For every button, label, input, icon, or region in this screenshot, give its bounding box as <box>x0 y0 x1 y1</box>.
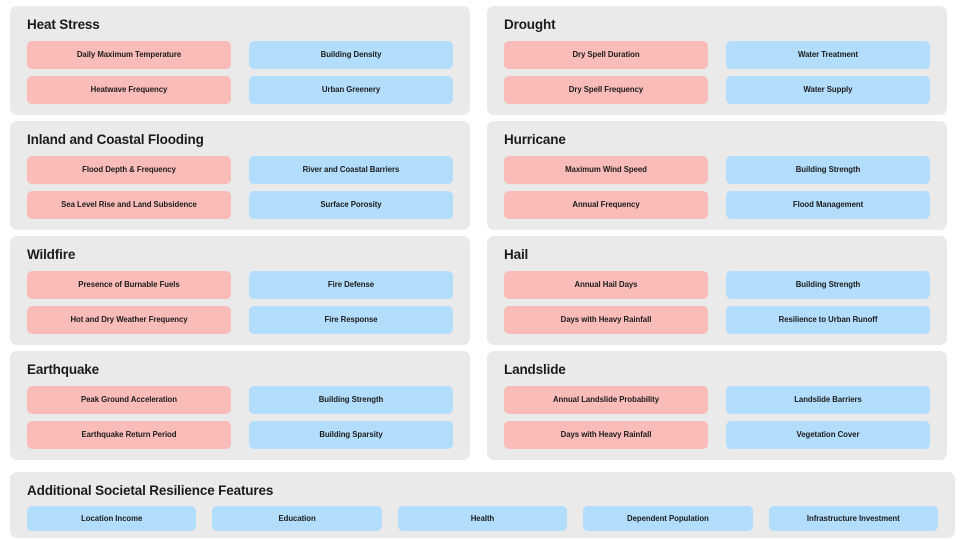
card-title: Additional Societal Resilience Features <box>27 483 274 498</box>
resilience-feature-chip[interactable]: Resilience to Urban Runoff <box>726 306 930 334</box>
hazard-feature-chip[interactable]: Flood Depth & Frequency <box>27 156 231 184</box>
hazard-card-drought: Drought Dry Spell Duration Water Treatme… <box>487 6 947 115</box>
resilience-feature-chip[interactable]: Building Strength <box>726 156 930 184</box>
card-title: Earthquake <box>27 362 100 377</box>
hazard-card-heat-stress: Heat Stress Daily Maximum Temperature Bu… <box>10 6 470 115</box>
hazard-feature-chip[interactable]: Annual Hail Days <box>504 271 708 299</box>
hazard-card-grid: Heat Stress Daily Maximum Temperature Bu… <box>10 6 955 460</box>
societal-feature-chip[interactable]: Education <box>212 506 382 531</box>
hazard-card-hail: Hail Annual Hail Days Building Strength … <box>487 236 947 345</box>
hazard-card-earthquake: Earthquake Peak Ground Acceleration Buil… <box>10 351 470 460</box>
societal-feature-chip[interactable]: Dependent Population <box>583 506 753 531</box>
resilience-feature-chip[interactable]: Surface Porosity <box>249 191 453 219</box>
resilience-feature-chip[interactable]: River and Coastal Barriers <box>249 156 453 184</box>
hazard-card-hurricane: Hurricane Maximum Wind Speed Building St… <box>487 121 947 230</box>
resilience-feature-chip[interactable]: Urban Greenery <box>249 76 453 104</box>
hazard-feature-chip[interactable]: Heatwave Frequency <box>27 76 231 104</box>
chip-grid: Flood Depth & Frequency River and Coasta… <box>27 156 453 219</box>
card-title: Hurricane <box>504 132 566 147</box>
resilience-feature-chip[interactable]: Vegetation Cover <box>726 421 930 449</box>
chip-grid: Dry Spell Duration Water Treatment Dry S… <box>504 41 930 104</box>
hazard-feature-chip[interactable]: Dry Spell Frequency <box>504 76 708 104</box>
societal-chip-row: Location Income Education Health Depende… <box>27 506 938 531</box>
card-title: Drought <box>504 17 556 32</box>
card-title: Wildfire <box>27 247 76 262</box>
hazard-feature-chip[interactable]: Hot and Dry Weather Frequency <box>27 306 231 334</box>
hazard-card-inland-and-coastal-flooding: Inland and Coastal Flooding Flood Depth … <box>10 121 470 230</box>
hazard-feature-chip[interactable]: Peak Ground Acceleration <box>27 386 231 414</box>
resilience-feature-chip[interactable]: Fire Response <box>249 306 453 334</box>
hazard-card-wildfire: Wildfire Presence of Burnable Fuels Fire… <box>10 236 470 345</box>
hazard-feature-chip[interactable]: Maximum Wind Speed <box>504 156 708 184</box>
resilience-feature-chip[interactable]: Building Strength <box>726 271 930 299</box>
hazard-feature-chip[interactable]: Sea Level Rise and Land Subsidence <box>27 191 231 219</box>
card-title: Inland and Coastal Flooding <box>27 132 204 147</box>
hazard-feature-chip[interactable]: Days with Heavy Rainfall <box>504 421 708 449</box>
card-title: Landslide <box>504 362 566 377</box>
hazard-feature-chip[interactable]: Dry Spell Duration <box>504 41 708 69</box>
chip-grid: Presence of Burnable Fuels Fire Defense … <box>27 271 453 334</box>
societal-feature-chip[interactable]: Infrastructure Investment <box>768 506 938 531</box>
chip-grid: Peak Ground Acceleration Building Streng… <box>27 386 453 449</box>
hazard-feature-chip[interactable]: Annual Landslide Probability <box>504 386 708 414</box>
chip-grid: Annual Landslide Probability Landslide B… <box>504 386 930 449</box>
resilience-feature-chip[interactable]: Building Strength <box>249 386 453 414</box>
card-title: Heat Stress <box>27 17 100 32</box>
resilience-feature-chip[interactable]: Flood Management <box>726 191 930 219</box>
hazard-card-landslide: Landslide Annual Landslide Probability L… <box>487 351 947 460</box>
societal-feature-chip[interactable]: Health <box>397 506 568 531</box>
resilience-feature-chip[interactable]: Water Supply <box>726 76 930 104</box>
hazard-feature-chip[interactable]: Presence of Burnable Fuels <box>27 271 231 299</box>
resilience-feature-chip[interactable]: Fire Defense <box>249 271 453 299</box>
resilience-feature-chip[interactable]: Water Treatment <box>726 41 930 69</box>
hazard-feature-chip[interactable]: Annual Frequency <box>504 191 708 219</box>
hazard-feature-chip[interactable]: Earthquake Return Period <box>27 421 231 449</box>
chip-grid: Maximum Wind Speed Building Strength Ann… <box>504 156 930 219</box>
card-title: Hail <box>504 247 529 262</box>
chip-grid: Annual Hail Days Building Strength Days … <box>504 271 930 334</box>
hazard-feature-chip[interactable]: Days with Heavy Rainfall <box>504 306 708 334</box>
resilience-feature-chip[interactable]: Landslide Barriers <box>726 386 930 414</box>
resilience-feature-chip[interactable]: Building Sparsity <box>249 421 453 449</box>
societal-resilience-card: Additional Societal Resilience Features … <box>10 472 955 538</box>
resilience-feature-chip[interactable]: Building Density <box>249 41 453 69</box>
societal-feature-chip[interactable]: Location Income <box>27 506 197 531</box>
chip-grid: Daily Maximum Temperature Building Densi… <box>27 41 453 104</box>
hazard-feature-chip[interactable]: Daily Maximum Temperature <box>27 41 231 69</box>
